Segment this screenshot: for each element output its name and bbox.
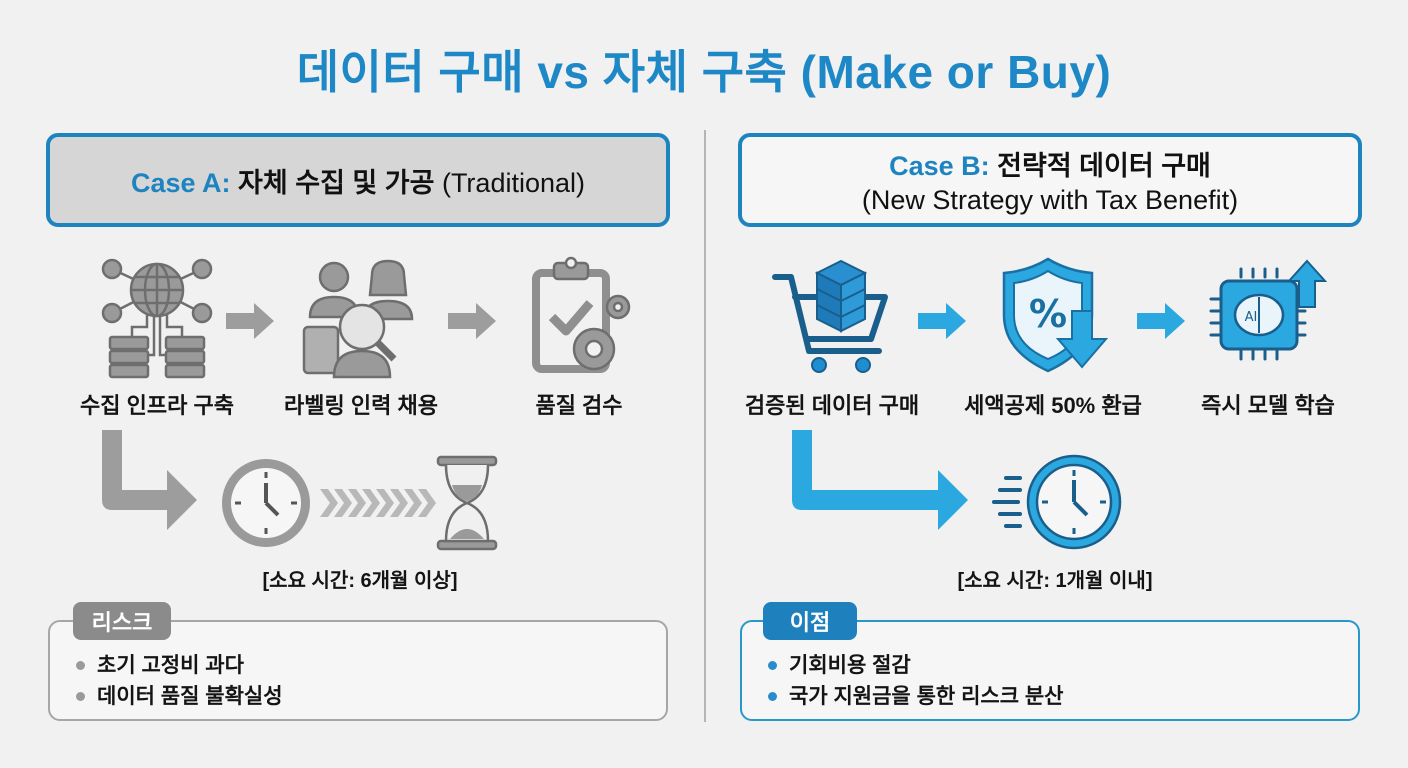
svg-text:AI: AI — [1245, 310, 1258, 325]
bullet-text: 데이터 품질 불확실성 — [97, 685, 283, 708]
clock-to-hourglass-icon — [222, 455, 498, 551]
risk-list: 초기 고정비 과다 데이터 품질 불확실성 — [76, 650, 283, 712]
case-a-step-1: 수집 인프라 구축 — [57, 255, 257, 420]
case-b-title: 전략적 데이터 구매 — [997, 151, 1211, 181]
case-a-time-label: [소요 시간: 6개월 이상] — [262, 570, 458, 592]
case-a-label: Case A: — [130, 167, 231, 198]
step-label: 검증된 데이터 구매 — [744, 393, 920, 418]
list-item: 데이터 품질 불확실성 — [76, 681, 283, 712]
case-b-header: Case B: 전략적 데이터 구매 (New Strategy with Ta… — [738, 133, 1362, 227]
clipboard-check-gears-icon — [532, 256, 631, 373]
case-b-subtitle: (New Strategy with Tax Benefit) — [861, 185, 1239, 215]
list-item: 국가 지원금을 통한 리스크 분산 — [768, 681, 1064, 712]
case-a-title: 자체 수집 및 가공 — [238, 167, 435, 198]
case-a-header: Case A: 자체 수집 및 가공 (Traditional) — [46, 133, 670, 227]
bullet-text: 초기 고정비 과다 — [97, 654, 244, 677]
bullet-icon — [76, 661, 85, 670]
list-item: 초기 고정비 과다 — [76, 650, 283, 681]
case-b-label: Case B: — [889, 151, 990, 181]
people-search-icon — [302, 259, 414, 379]
bullet-icon — [768, 692, 777, 701]
benefit-list: 기회비용 절감 국가 지원금을 통한 리스크 분산 — [768, 650, 1064, 712]
bullet-icon — [768, 661, 777, 670]
arrow-right-icon — [918, 303, 966, 339]
step-label: 수집 인프라 구축 — [80, 393, 234, 418]
risk-tag: 리스크 — [73, 602, 171, 640]
case-a-step-2: 라벨링 인력 채용 — [261, 255, 461, 420]
arrow-right-icon — [1137, 303, 1185, 339]
fast-clock-icon — [992, 454, 1122, 550]
ai-chip-up-icon: AI — [1209, 259, 1328, 361]
step-label: 즉시 모델 학습 — [1201, 393, 1335, 418]
bullet-text: 국가 지원금을 통한 리스크 분산 — [789, 685, 1064, 708]
step-label: 라벨링 인력 채용 — [284, 393, 438, 418]
bullet-text: 기회비용 절감 — [789, 654, 911, 677]
svg-text:%: % — [1029, 292, 1067, 336]
center-divider — [704, 130, 706, 722]
bent-arrow-icon — [792, 430, 968, 530]
case-b-step-2: % 세액공제 50% 환급 — [953, 255, 1153, 420]
list-item: 기회비용 절감 — [768, 650, 1064, 681]
case-b-step-1: 검증된 데이터 구매 — [732, 255, 932, 420]
case-a-step-3: 품질 검수 — [479, 255, 679, 420]
bullet-icon — [76, 692, 85, 701]
network-servers-icon — [101, 258, 213, 379]
case-a-subtitle: (Traditional) — [441, 167, 585, 198]
benefit-tag: 이점 — [763, 602, 857, 640]
cart-database-icon — [772, 259, 888, 373]
bent-arrow-icon — [102, 430, 197, 530]
shield-percent-down-icon: % — [1002, 257, 1109, 373]
step-label: 품질 검수 — [535, 393, 623, 418]
page-title: 데이터 구매 vs 자체 구축 (Make or Buy) — [296, 46, 1112, 98]
arrow-right-icon — [448, 303, 496, 339]
risk-box: 초기 고정비 과다 데이터 품질 불확실성 — [48, 620, 668, 721]
arrow-right-icon — [226, 303, 274, 339]
step-label: 세액공제 50% 환급 — [964, 393, 1142, 418]
case-b-time-label: [소요 시간: 1개월 이내] — [957, 570, 1153, 592]
case-b-step-3: AI 즉시 모델 학습 — [1168, 255, 1368, 420]
